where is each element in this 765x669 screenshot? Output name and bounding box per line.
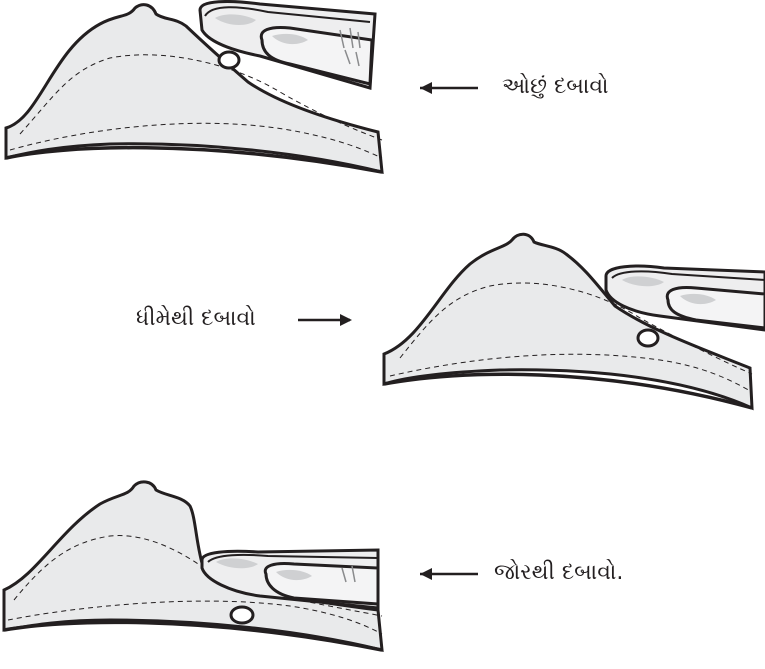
milk-duct bbox=[638, 330, 658, 346]
milk-duct bbox=[231, 607, 253, 623]
diagram-gentle-pressure: ધીમેથી દબાવો bbox=[0, 220, 765, 420]
breast-cross-section-2 bbox=[0, 220, 765, 420]
diagram-firm-pressure: જોરથી દબાવો. bbox=[0, 470, 765, 669]
diagram-light-pressure: ઓછું દબાવો bbox=[0, 0, 765, 200]
milk-duct bbox=[219, 52, 239, 68]
label-firm-pressure: જોરથી દબાવો. bbox=[494, 560, 623, 585]
label-gentle-pressure: ધીમેથી દબાવો bbox=[136, 306, 256, 331]
arrow-left-icon bbox=[420, 568, 478, 580]
arrow-left-icon bbox=[420, 82, 478, 94]
breast-cross-section-3 bbox=[0, 470, 765, 669]
label-light-pressure: ઓછું દબાવો bbox=[502, 74, 609, 99]
arrow-right-icon bbox=[298, 314, 352, 326]
breast-cross-section-1 bbox=[0, 0, 765, 200]
